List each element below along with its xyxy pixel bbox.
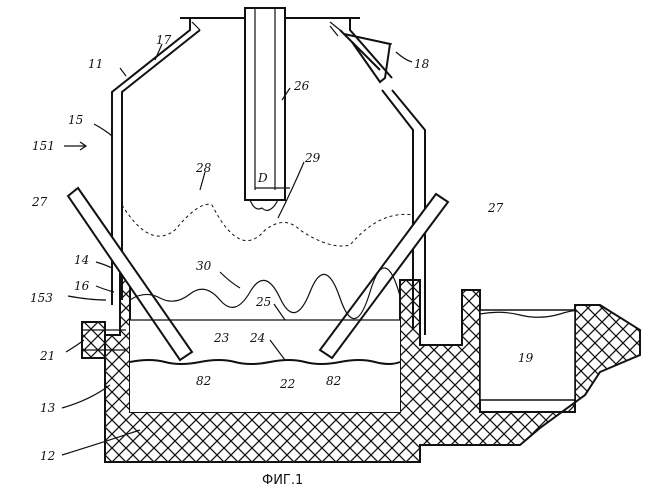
label-13: 13 xyxy=(40,401,56,415)
label-30: 30 xyxy=(196,259,212,273)
label-24: 24 xyxy=(249,331,265,345)
label-D: D xyxy=(257,171,268,185)
label-12: 12 xyxy=(40,449,55,463)
label-11: 11 xyxy=(88,57,103,71)
label-22: 22 xyxy=(279,377,295,391)
label-27-right: 27 xyxy=(487,201,504,215)
label-151: 151 xyxy=(32,139,55,153)
label-153: 153 xyxy=(30,291,53,305)
label-16: 16 xyxy=(74,279,90,293)
label-25: 25 xyxy=(255,295,271,309)
label-19: 19 xyxy=(518,351,534,365)
label-18: 18 xyxy=(414,57,430,71)
label-27-left: 27 xyxy=(31,195,48,209)
label-82-right: 82 xyxy=(326,374,341,388)
burner-port xyxy=(82,322,105,358)
label-82-left: 82 xyxy=(196,374,211,388)
figure-caption: ФИГ.1 xyxy=(262,473,303,488)
label-15: 15 xyxy=(68,113,83,127)
label-28: 28 xyxy=(195,161,212,175)
label-21: 21 xyxy=(39,349,55,363)
label-29: 29 xyxy=(304,151,321,165)
label-14: 14 xyxy=(74,253,89,267)
label-23: 23 xyxy=(213,331,230,345)
label-17: 17 xyxy=(156,33,172,47)
vessel-shell-left-inner xyxy=(122,30,200,300)
label-26: 26 xyxy=(293,79,310,93)
